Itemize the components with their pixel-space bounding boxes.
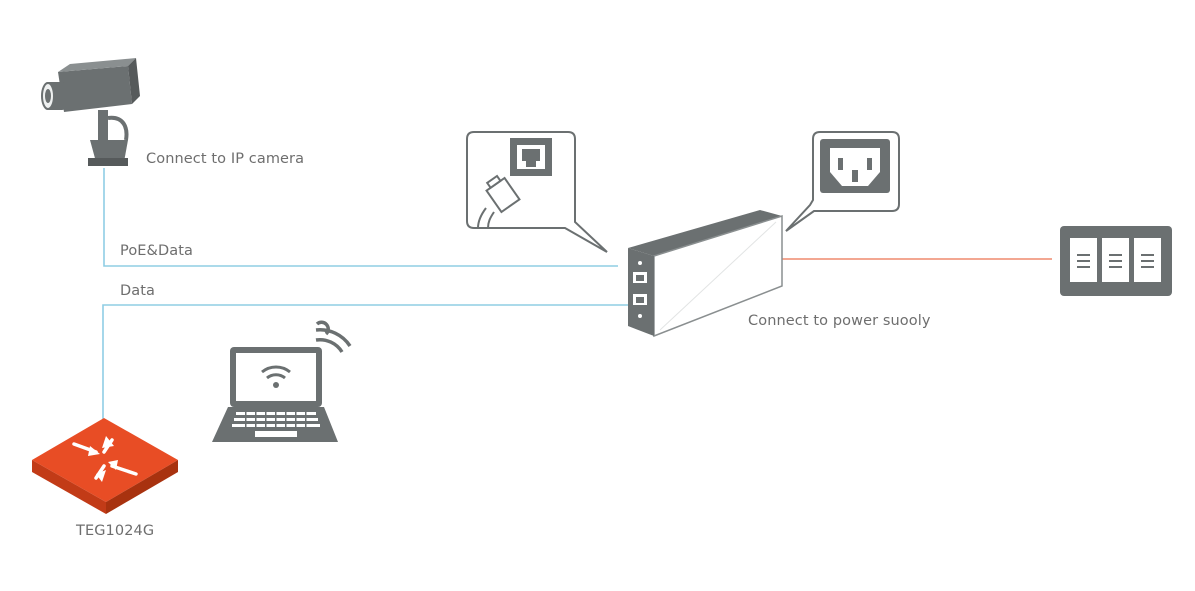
switch-model-label: TEG1024G [76,523,155,539]
poe-injector-icon [628,210,783,338]
camera-label: Connect to IP camera [146,151,305,167]
laptop-wifi-icon [212,320,352,442]
poe-data-cable [103,168,618,267]
ethernet-jack-callout-icon [466,131,608,253]
poe-data-label: PoE&Data [120,243,193,259]
network-switch-icon [32,418,178,514]
data-cable [102,304,628,420]
wall-power-outlet-icon [1060,226,1172,296]
power-socket-callout-icon [785,131,900,232]
power-supply-label: Connect to power suooly [748,313,931,329]
ip-camera-icon [41,58,140,166]
data-label: Data [120,283,156,299]
